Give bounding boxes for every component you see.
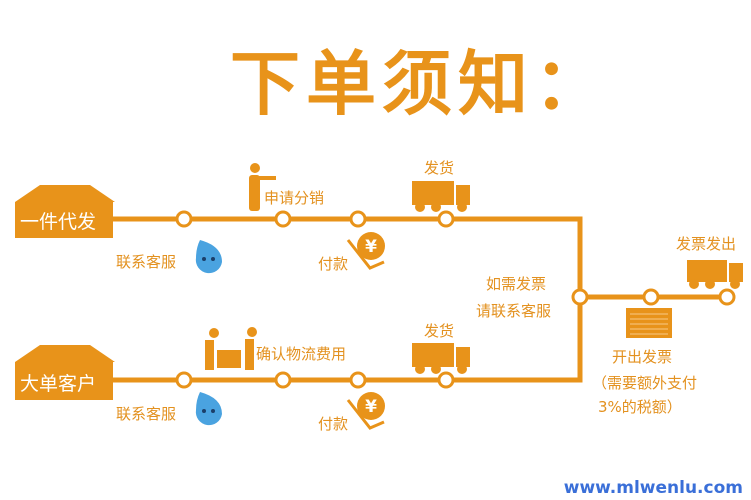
people-package-icon [205,327,257,370]
node [175,210,193,228]
contact-service-invoice-label: 请联系客服 [476,302,552,320]
node [274,371,292,389]
yen-payment-icon: ¥ [346,392,385,430]
tax-note-line2: 3%的税额） [598,398,682,416]
truck-icon [687,260,743,289]
ship-label: 发货 [424,159,455,177]
one-piece-dropship-label: 一件代发 [20,211,97,233]
confirm-shipping-cost-label: 确认物流费用 [256,345,347,363]
node [718,288,736,306]
chat-droplet-icon [195,240,222,274]
apply-distribution-label: 申请分销 [264,189,325,207]
svg-text:¥: ¥ [365,237,377,257]
ship-label: 发货 [424,322,455,340]
house-body-bottom [15,362,113,400]
person-pointing-icon [249,163,276,211]
node [175,371,193,389]
node [274,210,292,228]
node [349,210,367,228]
node [437,371,455,389]
node [642,288,660,306]
house-body-top [15,202,113,238]
house-roof-bottom [15,345,115,362]
node [437,210,455,228]
node [571,288,589,306]
payment-label: 付款 [318,255,349,273]
truck-icon [412,181,470,212]
need-invoice-label: 如需发票 [486,275,547,293]
contact-service-label: 联系客服 [116,405,177,423]
truck-icon [412,343,470,374]
page-title: 下单须知： [230,43,610,125]
node [349,371,367,389]
house-roof-top [15,185,115,202]
contact-service-label: 联系客服 [116,253,177,271]
yen-payment-icon: ¥ [346,232,385,270]
issue-invoice-label: 开出发票 [612,348,673,366]
svg-text:¥: ¥ [365,397,377,417]
payment-label: 付款 [318,415,349,433]
watermark: www.mlwenlu.com [563,478,743,498]
bulk-customer-label: 大单客户 [20,373,97,395]
invoice-document-icon [626,308,672,338]
tax-note-line1: （需要额外支付 [592,374,698,392]
invoice-sent-label: 发票发出 [676,235,737,253]
chat-droplet-icon [195,392,222,426]
